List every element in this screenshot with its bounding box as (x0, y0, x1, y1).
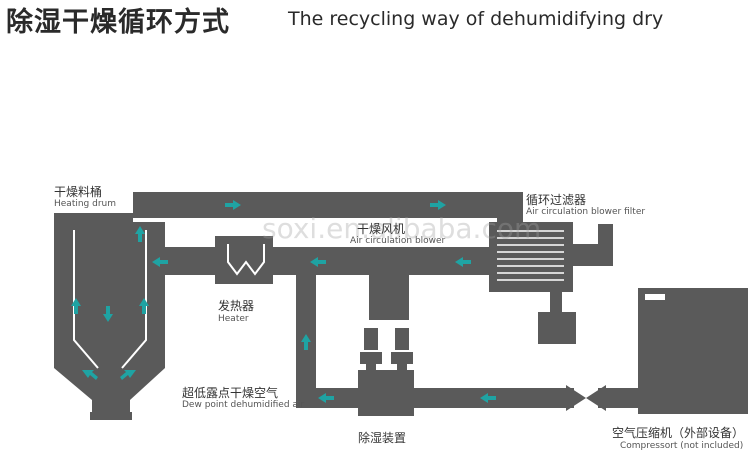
dehumidifier-neck-right (397, 364, 407, 372)
supply-duct (133, 247, 489, 275)
dehumidifier-tower-left (364, 328, 378, 350)
filter-louvers (497, 230, 564, 281)
compressor-box (638, 288, 748, 414)
filter-stem (550, 292, 562, 316)
blower-top (357, 248, 417, 274)
arrow-supply-right (455, 257, 471, 267)
arrow-supply-left (152, 257, 168, 267)
dew-label-cn: 超低露点干燥空气 (182, 386, 279, 400)
arrow-top-left (225, 200, 241, 210)
blower-body (369, 274, 409, 320)
filter-inlet-riser (598, 224, 613, 266)
drum-inner-right (121, 230, 147, 369)
valve-icon (566, 385, 606, 411)
dehumidifier-neck-left (366, 364, 376, 372)
heater-label-cn: 发热器 (218, 299, 255, 313)
arrow-drum-up (135, 226, 145, 242)
arrow-drum-down (103, 306, 113, 322)
dehumidifier-label-cn: 除湿装置 (358, 431, 407, 445)
heater-coil (227, 244, 265, 276)
arrow-top-right (430, 200, 446, 210)
blower-label-en: Air circulation blower (350, 236, 446, 246)
filter-label-cn: 循环过滤器 (526, 193, 587, 207)
arrow-drum-bottom-right (120, 370, 136, 380)
dehumidifier-body (358, 370, 414, 416)
arrow-comp-left (480, 393, 496, 403)
blower-label-cn: 干燥风机 (357, 222, 406, 236)
compressor-badge (645, 294, 665, 300)
drum-inner-left (73, 230, 99, 369)
dehumidifier-tower-right (395, 328, 409, 350)
arrow-dew-left (318, 393, 334, 403)
compressor-label-cn: 空气压缩机（外部设备） (612, 426, 745, 440)
compressor-line-2 (598, 388, 640, 408)
arrow-drum-bottom-left (82, 370, 98, 380)
return-duct-top (133, 192, 523, 218)
title-chinese: 除湿干燥循环方式 (6, 7, 230, 38)
filter-label-en: Air circulation blower filter (526, 207, 646, 217)
dew-label-en: Dew point dehumidified air (182, 400, 305, 410)
dehumidifier-valve-right (391, 352, 413, 364)
compressor-label-en: Compressort (not included) (620, 441, 744, 451)
arrow-vertical-up (301, 334, 311, 350)
arrow-drum-up-2 (71, 298, 81, 314)
filter-bottom (538, 312, 576, 344)
dehumidifier-valve-left (360, 352, 382, 364)
title-english: The recycling way of dehumidifying dry (288, 8, 664, 30)
flow-arrows (71, 200, 496, 403)
drum-bottom-cap (90, 412, 132, 420)
arrow-drum-up-3 (139, 298, 149, 314)
heater-label-en: Heater (218, 314, 249, 324)
watermark-text: soxi.en.alibaba.com (262, 212, 542, 245)
drum-label-cn: 干燥料桶 (54, 185, 103, 199)
arrow-supply-mid (310, 257, 326, 267)
drum-label-en: Heating drum (54, 199, 117, 209)
